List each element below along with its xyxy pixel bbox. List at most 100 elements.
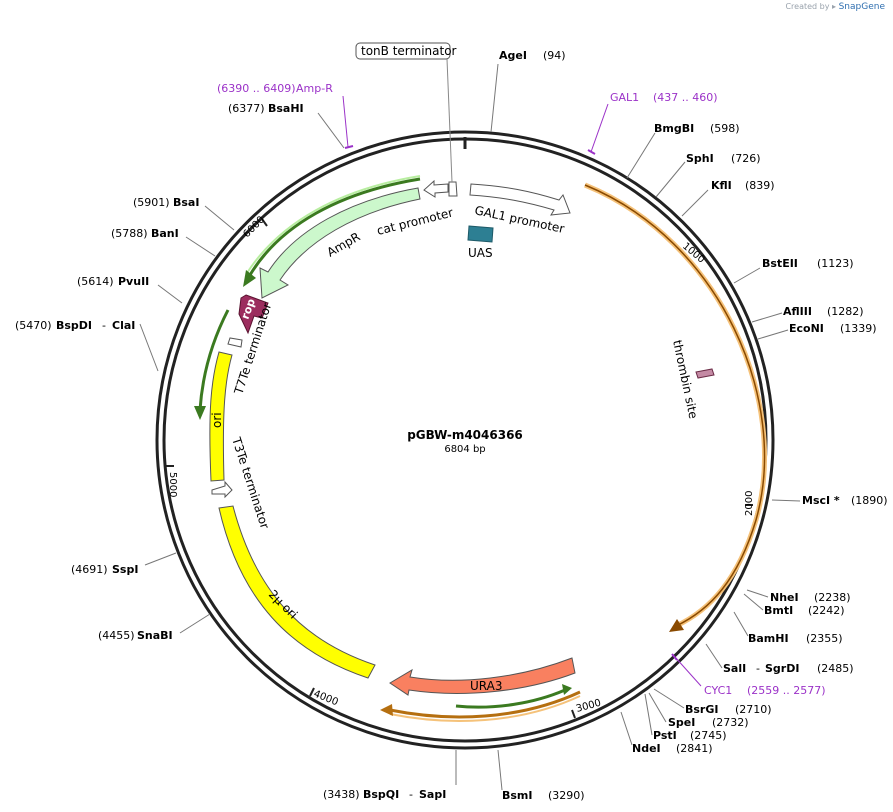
site-bspdi-pos: (5470) bbox=[15, 319, 52, 332]
site-bamhi-label: BamHI bbox=[748, 632, 789, 645]
site-spei-pos: (2732) bbox=[712, 716, 749, 729]
small-feature-arrow[interactable] bbox=[448, 181, 458, 197]
site-bsai-label: BsaI bbox=[173, 196, 199, 209]
site-bspqi-pos: (3438) bbox=[323, 788, 360, 801]
site-agei-pos: (94) bbox=[543, 49, 566, 62]
site-ndei-pos: (2841) bbox=[676, 742, 713, 755]
site-pvuii-pos: (5614) bbox=[77, 275, 114, 288]
two-micron-ori-feature[interactable] bbox=[218, 505, 376, 679]
cyc1-primer-range: (2559 .. 2577) bbox=[747, 684, 826, 697]
ura3-label: URA3 bbox=[470, 679, 502, 693]
ura3-orf-line bbox=[389, 690, 581, 719]
ura3-feature[interactable] bbox=[389, 657, 576, 696]
site-sgrdi-label: SgrDI bbox=[765, 662, 799, 675]
t3te-arrow[interactable] bbox=[211, 480, 233, 499]
site-bsmi-pos: (3290) bbox=[548, 789, 585, 802]
site-sali-pos: (2485) bbox=[817, 662, 854, 675]
thrombin-site-feature[interactable] bbox=[695, 368, 715, 379]
site-kfli-pos: (839) bbox=[745, 179, 775, 192]
cat-promoter-label: cat promoter bbox=[375, 205, 454, 238]
ampr-primer-label: Amp-R bbox=[296, 82, 333, 95]
ura3-orf-head bbox=[380, 704, 393, 716]
site-msci-pos: (1890) bbox=[851, 494, 888, 507]
site-bmgbi-label: BmgBI bbox=[654, 122, 694, 135]
site-bani-label: BanI bbox=[151, 227, 179, 240]
site-agei-label: AgeI bbox=[499, 49, 527, 62]
site-bmgbi-pos: (598) bbox=[710, 122, 740, 135]
snapgene-logo-icon: ▸ bbox=[832, 2, 837, 11]
ori-orf-head bbox=[194, 406, 206, 420]
site-sspi-label: SspI bbox=[112, 563, 138, 576]
site-nhei-pos: (2238) bbox=[814, 591, 851, 604]
uas-feature[interactable] bbox=[467, 225, 494, 243]
gal1-primer-leader bbox=[590, 103, 609, 153]
site-psti-pos: (2745) bbox=[690, 729, 727, 742]
right-orf-line-light bbox=[584, 182, 767, 629]
site-snabi-label: SnaBI bbox=[137, 629, 173, 642]
plasmid-length: 6804 bp bbox=[444, 444, 485, 455]
ampr-primer-leader bbox=[342, 95, 349, 148]
site-spei-label: SpeI bbox=[668, 716, 695, 729]
credit-prefix: Created by bbox=[785, 2, 830, 11]
tick-2000: 2000 bbox=[744, 491, 755, 516]
site-kfli-label: KflI bbox=[711, 179, 732, 192]
tonb-box bbox=[355, 42, 451, 60]
gal1-primer-label: GAL1 bbox=[610, 91, 639, 104]
gal1-primer-range: (437 .. 460) bbox=[653, 91, 718, 104]
cyc1-primer-label: CYC1 bbox=[704, 684, 732, 697]
site-ndei-label: NdeI bbox=[632, 742, 661, 755]
site-sphi-pos: (726) bbox=[731, 152, 761, 165]
cat-promoter-arrow[interactable] bbox=[423, 179, 449, 198]
site-bsahi-label: BsaHI bbox=[268, 102, 304, 115]
site-leaders bbox=[139, 63, 801, 791]
ampr-orf-line bbox=[248, 177, 421, 276]
site-bspqi-label: BspQI bbox=[363, 788, 399, 801]
right-orf-head bbox=[669, 619, 684, 632]
t7te-arrow[interactable] bbox=[227, 337, 243, 348]
cyc1-primer-leader bbox=[674, 656, 702, 687]
ura3-small-orf bbox=[455, 688, 566, 709]
ampr-orf-line-light bbox=[246, 175, 421, 274]
site-bspdi-sep: - bbox=[102, 319, 106, 332]
site-bsahi-pos: (6377) bbox=[228, 102, 265, 115]
site-sphi-label: SphI bbox=[686, 152, 714, 165]
tonb-label: tonB terminator bbox=[361, 44, 457, 58]
ura3-small-orf-head bbox=[562, 684, 572, 695]
site-aflii-label: AflIII bbox=[783, 305, 812, 318]
site-bsteii-pos: (1123) bbox=[817, 257, 854, 270]
site-bmti-pos: (2242) bbox=[808, 604, 845, 617]
site-sali-sep: - bbox=[756, 662, 760, 675]
tick-marks bbox=[166, 218, 753, 719]
tonb-leader bbox=[446, 58, 453, 183]
site-bmti-label: BmtI bbox=[764, 604, 793, 617]
site-bspdi-label: BspDI bbox=[56, 319, 92, 332]
site-aflii-pos: (1282) bbox=[827, 305, 864, 318]
ori-orf-line bbox=[198, 309, 230, 411]
backbone-outer bbox=[155, 130, 775, 750]
ampr-label: AmpR bbox=[325, 230, 363, 260]
ampr-primer-range: (6390 .. 6409) bbox=[217, 82, 296, 95]
site-econi-label: EcoNI bbox=[789, 322, 824, 335]
ori-label: ori bbox=[210, 412, 224, 428]
site-bsrgi-pos: (2710) bbox=[735, 703, 772, 716]
site-nhei-label: NheI bbox=[770, 591, 799, 604]
uas-label: UAS bbox=[468, 246, 493, 260]
site-sspi-pos: (4691) bbox=[71, 563, 108, 576]
thrombin-label: thrombin site bbox=[670, 339, 700, 420]
right-orf-line bbox=[584, 184, 766, 627]
site-clai-label: ClaI bbox=[112, 319, 135, 332]
tick-5000: 5000 bbox=[167, 472, 178, 497]
site-bani-pos: (5788) bbox=[111, 227, 148, 240]
ampr-primer-bar bbox=[344, 145, 354, 149]
gal1-promoter-arrow[interactable] bbox=[469, 183, 571, 216]
site-bsai-pos: (5901) bbox=[133, 196, 170, 209]
site-bsmi-label: BsmI bbox=[502, 789, 533, 802]
site-econi-pos: (1339) bbox=[840, 322, 877, 335]
rop-feature[interactable] bbox=[238, 294, 269, 335]
credit-brand: SnapGene bbox=[838, 2, 885, 12]
ampr-feature[interactable] bbox=[259, 187, 421, 299]
ori-feature[interactable] bbox=[209, 351, 233, 482]
site-psti-label: PstI bbox=[653, 729, 677, 742]
site-snabi-pos: (4455) bbox=[98, 629, 135, 642]
